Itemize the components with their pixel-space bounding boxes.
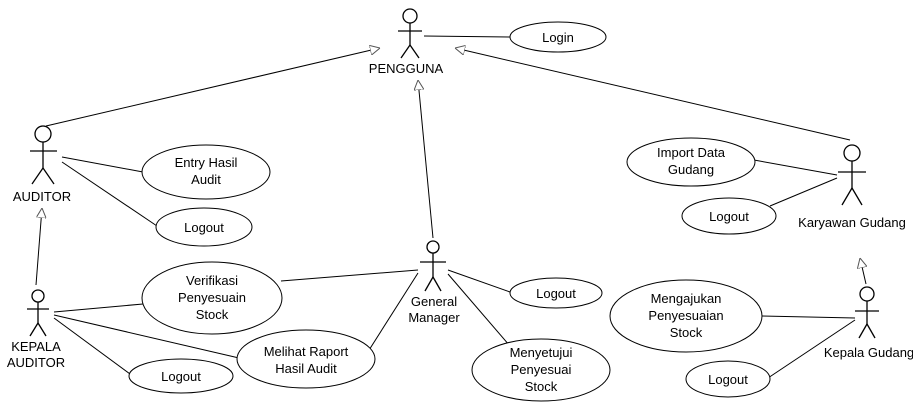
use-case-label: Penyesuain: [178, 290, 246, 305]
use-case-label: Logout: [709, 209, 749, 224]
actor-label-kepala-gudang: Kepala Gudang: [824, 345, 913, 360]
use-case-mengajukan-penyesuaian-stock: [609, 279, 763, 353]
use-case-label: Import Data: [657, 145, 726, 160]
use-case-label: Logout: [161, 369, 201, 384]
use-case-labels: Login Entry Hasil Audit Logout Verifikas…: [161, 30, 749, 394]
use-case-label: Logout: [536, 286, 576, 301]
assoc-karyawan-import: [753, 159, 838, 176]
generalization-kepala-gudang-karyawan: [860, 258, 866, 285]
assoc-kepala-gudang-mengajukan: [761, 315, 856, 319]
use-case-label: Melihat Raport: [264, 344, 349, 359]
assoc-gm-menyetujui: [447, 273, 511, 347]
use-case-label: Audit: [191, 172, 221, 187]
use-case-logout-kepala-gudang: [685, 360, 771, 398]
actor-label-kepala-auditor-line2: AUDITOR: [7, 355, 65, 370]
actor-karyawan-gudang: [838, 144, 866, 206]
assoc-kepala-gudang-logout: [767, 319, 856, 379]
generalization-auditor-pengguna: [45, 48, 380, 127]
use-case-ellipses: [128, 21, 777, 402]
actor-label-general-manager-line1: General: [411, 294, 457, 309]
use-case-label: Logout: [708, 372, 748, 387]
actor-general-manager: [420, 240, 446, 292]
generalization-karyawan-pengguna: [455, 48, 851, 141]
assoc-gm-verifikasi: [280, 269, 419, 282]
use-case-entry-hasil-audit: [141, 144, 271, 200]
actor-label-kepala-auditor-line1: KEPALA: [11, 339, 61, 354]
stick-figure-icon: [27, 289, 49, 337]
use-case-logout-general-manager: [509, 277, 603, 309]
actor-kepala-auditor: [27, 289, 49, 337]
assoc-gm-logout: [447, 269, 511, 293]
actor-label-auditor: AUDITOR: [13, 189, 71, 204]
use-case-menyetujui-penyesuai-stock: [471, 338, 611, 402]
actor-label-pengguna: PENGGUNA: [369, 61, 444, 76]
assoc-karyawan-logout: [769, 177, 838, 207]
use-case-logout-karyawan-gudang: [681, 197, 777, 235]
generalization-links: [35, 48, 866, 286]
use-case-label: Menyetujui: [510, 345, 573, 360]
use-case-label: Mengajukan: [651, 291, 722, 306]
use-case-logout-kepala-auditor: [128, 358, 234, 394]
use-case-logout-auditor: [155, 207, 253, 247]
use-case-label: Stock: [670, 325, 703, 340]
use-case-label: Gudang: [668, 162, 714, 177]
use-case-label: Stock: [525, 379, 558, 394]
assoc-auditor-entry: [61, 156, 144, 173]
actor-label-general-manager-line2: Manager: [408, 310, 460, 325]
stick-figure-icon: [838, 144, 866, 206]
stick-figure-icon: [420, 240, 446, 292]
stick-figure-icon: [30, 125, 57, 185]
stick-figure-icon: [398, 8, 422, 59]
use-case-label: Penyesuaian: [648, 308, 723, 323]
assoc-auditor-logout: [61, 161, 158, 227]
use-case-label: Hasil Audit: [275, 361, 337, 376]
use-case-login: [509, 21, 607, 53]
use-case-verifikasi-penyesuaian-stock: [141, 261, 283, 335]
use-case-label: Logout: [184, 220, 224, 235]
use-case-label: Stock: [196, 307, 229, 322]
assoc-kepala-auditor-verifikasi: [53, 303, 144, 313]
use-case-label: Verifikasi: [186, 273, 238, 288]
assoc-kepala-auditor-melihat: [53, 314, 240, 359]
use-case-label: Login: [542, 30, 574, 45]
generalization-kepala-auditor-auditor: [35, 208, 42, 286]
use-case-import-data-gudang: [626, 137, 756, 187]
use-case-label: Entry Hasil: [175, 155, 238, 170]
actor-pengguna: [398, 8, 422, 59]
actor-label-karyawan-gudang: Karyawan Gudang: [798, 215, 906, 230]
association-links: [53, 35, 856, 386]
actor-kepala-gudang: [855, 286, 879, 339]
actor-auditor: [30, 125, 57, 185]
use-case-label: Penyesuai: [511, 362, 572, 377]
generalization-gm-pengguna: [418, 80, 434, 239]
stick-figure-icon: [855, 286, 879, 339]
assoc-gm-melihat: [363, 272, 419, 359]
use-case-melihat-raport-hasil-audit: [236, 329, 376, 389]
assoc-pengguna-login: [423, 35, 511, 38]
